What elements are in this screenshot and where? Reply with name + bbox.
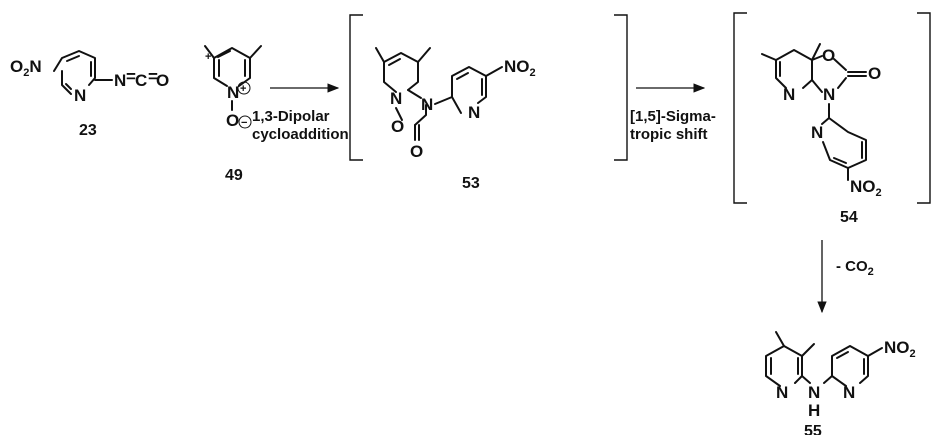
ring-n-53: N	[390, 89, 402, 108]
svg-text:+: +	[240, 83, 246, 95]
step2-label-line2: tropic shift	[630, 126, 708, 143]
charge-plus-49	[237, 81, 251, 95]
methyl-bonds-49	[204, 45, 262, 59]
arrow-step-1: 1,3-Dipolar cycloaddition	[252, 83, 349, 143]
amide-n-54: N	[823, 85, 835, 104]
no2-group-54: NO2	[850, 177, 882, 199]
amine-h-55: H	[808, 401, 820, 420]
ring-o-54: O	[822, 46, 835, 65]
bracket-right-53	[614, 14, 628, 161]
pyridine-n-54: N	[811, 123, 823, 142]
step2-label-line1: [1,5]-Sigma-	[630, 108, 716, 125]
compound-23: O2N N N = C = O 23	[10, 50, 169, 139]
pyridine-ring-23	[53, 50, 96, 95]
bracket-left-53	[349, 14, 363, 161]
compound-55: N N H N NO2 55	[765, 331, 916, 435]
double-bond-23b: =	[148, 67, 158, 86]
compound-54: N O N O N NO2 54	[733, 12, 931, 226]
bracket-left-54	[733, 12, 747, 204]
carbonyl-o-53: O	[410, 142, 423, 161]
compound-49: + N + O − 49	[204, 45, 262, 184]
label-54: 54	[840, 209, 858, 226]
ring-n-23: N	[74, 86, 86, 105]
amine-n-55: N	[808, 383, 820, 402]
step3-label: - CO2	[836, 258, 874, 278]
label-49: 49	[225, 167, 243, 184]
no2-group-55: NO2	[884, 338, 916, 360]
no2-group-53: NO2	[504, 57, 536, 79]
label-23: 23	[79, 122, 97, 139]
plus-sign: +	[205, 51, 211, 63]
step1-label-line1: 1,3-Dipolar	[252, 108, 330, 125]
ring-n-54: N	[783, 85, 795, 104]
n-oxide-o-49: O	[226, 111, 239, 130]
n-oxide-n-49: N	[227, 83, 239, 102]
isocyanate-o-23: O	[156, 71, 169, 90]
isocyanate-c-23: C	[135, 71, 147, 90]
ring-n-55b: N	[843, 383, 855, 402]
amide-n-53: N	[421, 95, 433, 114]
svg-text:−: −	[241, 117, 247, 129]
double-bond-23a: =	[126, 67, 136, 86]
label-53: 53	[462, 175, 480, 192]
arrow-step-3: - CO2	[817, 240, 874, 314]
no2-group-23: O2N	[10, 57, 42, 79]
label-55: 55	[804, 423, 822, 435]
ring-n-55a: N	[776, 383, 788, 402]
carbonyl-o-54: O	[868, 64, 881, 83]
charge-minus-49	[238, 115, 252, 129]
pyridine-n-53: N	[468, 103, 480, 122]
arrow-step-2: [1,5]-Sigma- tropic shift	[630, 83, 716, 143]
step1-label-line2: cycloaddition	[252, 126, 349, 143]
ring-o-53: O	[391, 117, 404, 136]
bracket-right-54	[917, 12, 931, 204]
compound-53: N N O O N NO2 53	[349, 14, 628, 192]
isocyanate-n-23: N	[114, 71, 126, 90]
